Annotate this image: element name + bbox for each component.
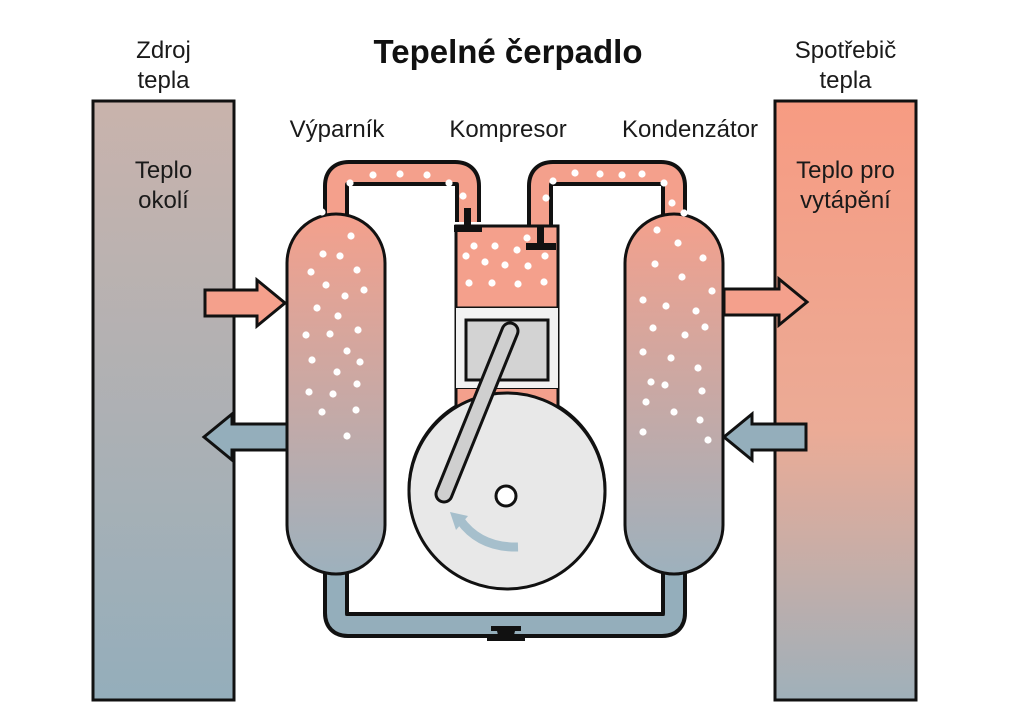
expansion-valve-icon [487, 626, 525, 641]
heat-consumer-header: Spotřebič tepla [765, 36, 926, 96]
heat-consumer-header-line1: Spotřebič [794, 37, 897, 64]
heat-consumer-inner-line2: vytápění [800, 187, 891, 214]
liquid-line-pipe [323, 560, 687, 638]
heat-source-inner-line2: okolí [138, 187, 189, 214]
heat-source-header-line1: Zdroj [136, 37, 191, 64]
condenser-tank [623, 212, 725, 576]
cold-inflow-arrow [721, 410, 808, 464]
rotation-arrow-icon [456, 517, 519, 552]
crank-center [494, 484, 518, 508]
heat-consumer-inner-label: Teplo pro vytápění [775, 156, 916, 216]
heat-consumer-header-line2: tepla [819, 67, 872, 94]
discharge-valve-icon [526, 226, 556, 250]
heat-source-panel [91, 99, 236, 702]
suction-valve-icon [454, 208, 482, 232]
heat-out-arrow [722, 275, 810, 329]
heat-in-arrow [203, 276, 288, 330]
cold-return-arrow [201, 410, 289, 464]
heat-source-header-line2: tepla [137, 67, 190, 94]
heat-consumer-inner-line1: Teplo pro [796, 157, 895, 184]
heat-source-inner-line1: Teplo [134, 157, 193, 184]
compressor-label: Kompresor [449, 116, 567, 143]
heat-consumer-panel [773, 99, 918, 702]
condenser-label: Kondenzátor [621, 116, 759, 143]
heat-source-inner-label: Teplo okolí [93, 156, 234, 216]
refrigerant-bubbles [302, 169, 716, 444]
heat-source-header: Zdroj tepla [93, 36, 234, 96]
evaporator-label: Výparník [289, 116, 385, 143]
discharge-pipe [527, 160, 687, 232]
page-title: Tepelné čerpadlo [373, 33, 643, 70]
